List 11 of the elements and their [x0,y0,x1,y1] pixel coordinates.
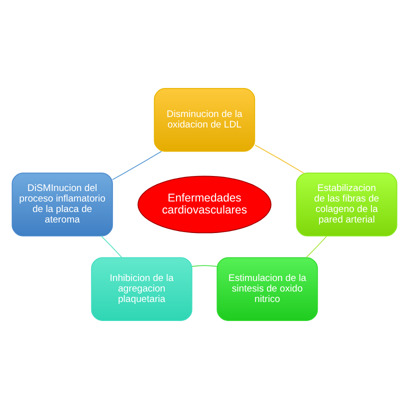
connector [306,236,328,258]
node-box: DiSMInucion del proceso inflamatorio de la placa de ateroma [12,172,113,236]
connector [112,150,162,180]
node-box: Inhibicion de la agregacion plaquetaria [91,257,192,321]
node-box: Estimulacion de la sintesis de oxido nitrico [216,257,318,321]
connector [254,144,304,174]
connector [192,265,218,267]
node-box: Estabilizacion de las fibras de colageno de la pared arterial [296,172,398,236]
node-ellipse: Enfermedades cardiovasculares [138,176,272,234]
connector [100,236,122,258]
node-box: Disminucion de la oxidacion de LDL [154,88,256,152]
